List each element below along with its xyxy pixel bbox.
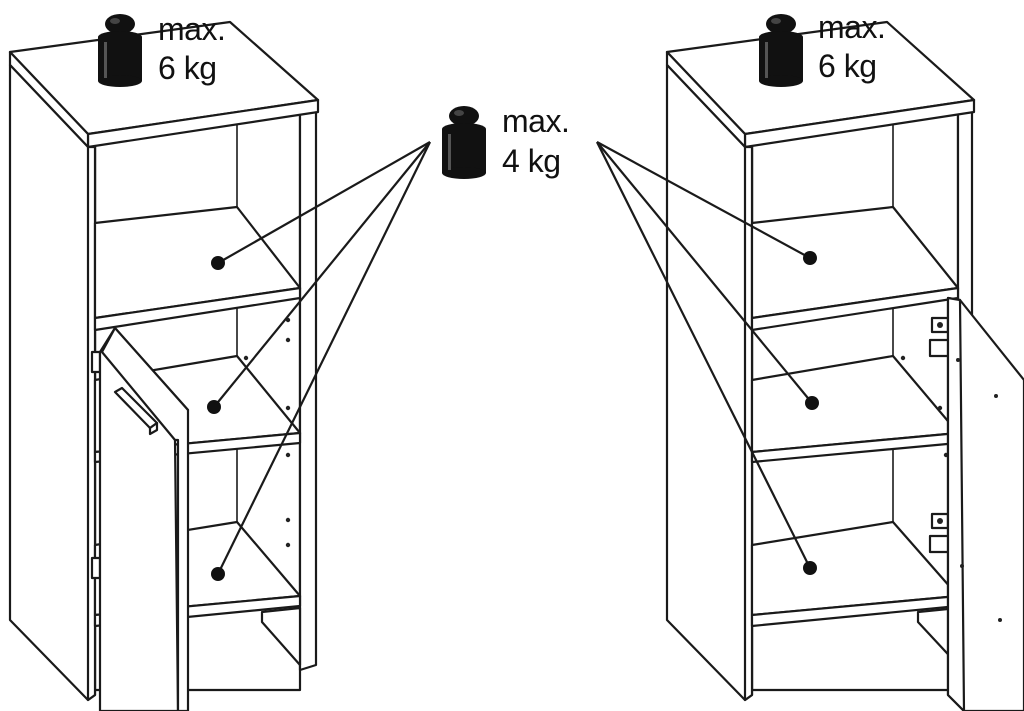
max-label-top-right-line2: 6 kg: [818, 48, 876, 84]
right-cabinet: [665, 20, 1024, 711]
weight-icon: [759, 14, 803, 87]
max-label-shelves-line2: 4 kg: [502, 143, 560, 179]
max-label-top-left-line1: max.: [158, 11, 225, 47]
shelf-markers: [207, 251, 819, 581]
shelf-marker: [211, 567, 225, 581]
pointer-lines: [213, 141, 813, 575]
shelf-marker: [207, 400, 221, 414]
shelf-marker: [803, 561, 817, 575]
max-label-top-left-line2: 6 kg: [158, 50, 216, 86]
left-cabinet: [8, 20, 320, 711]
weight-icon: [442, 106, 486, 179]
shelf-marker: [211, 256, 225, 270]
shelf-marker: [803, 251, 817, 265]
weight-icon: [98, 14, 142, 87]
max-label-top-right-line1: max.: [818, 9, 885, 45]
shelf-marker: [805, 396, 819, 410]
max-label-shelves-line1: max.: [502, 103, 569, 139]
